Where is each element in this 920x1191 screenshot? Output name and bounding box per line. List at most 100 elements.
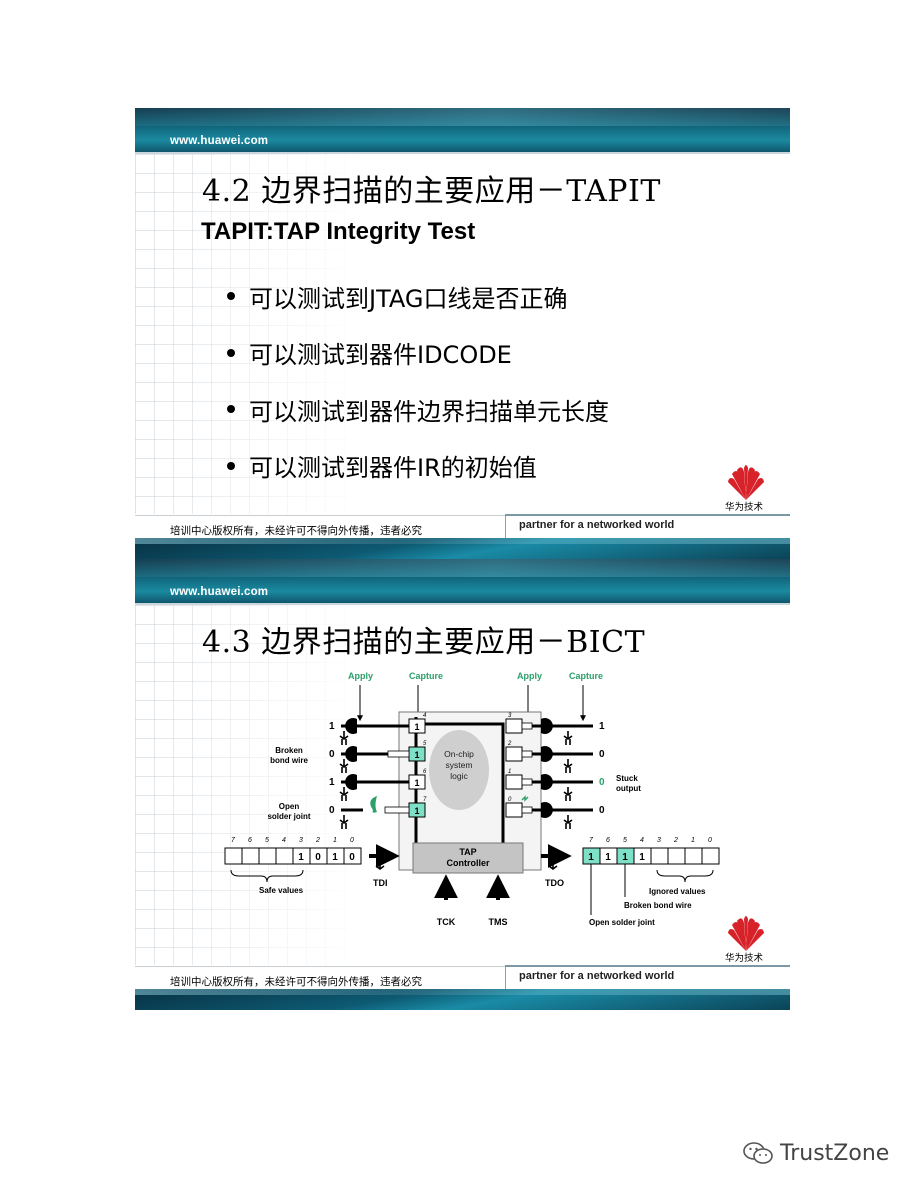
right-boundary-cells: 3 2 1 0 [505,713,529,818]
bullet-icon [227,461,235,470]
footer-accent-rule [505,965,790,967]
open-solder-label-2: solder joint [267,812,310,821]
bullet-icon [227,348,235,357]
svg-text:7: 7 [231,837,236,844]
svg-text:0: 0 [708,837,712,844]
header-bar: www.huawei.com [135,559,790,605]
svg-text:0: 0 [508,797,512,803]
svg-text:4: 4 [282,837,286,844]
capture-label-right: Capture [569,671,603,681]
bullet-text: 可以测试到器件边界扫描单元长度 [249,397,609,426]
tap-label-2: Controller [446,858,489,868]
bullet-text: 可以测试到JTAG口线是否正确 [249,284,568,313]
bullet-list: 可以测试到JTAG口线是否正确 可以测试到器件IDCODE 可以测试到器件边界扫… [227,268,609,494]
broken-bond-wire-caption: Broken bond wire [624,901,692,910]
bullet-item: 可以测试到器件IDCODE [227,325,609,382]
left-boundary-cells: 1 1 1 1 4 5 6 7 [408,713,427,818]
svg-text:3: 3 [657,837,661,844]
open-solder-joint-caption: Open solder joint [589,918,655,927]
bullet-text: 可以测试到器件IR的初始值 [249,454,537,483]
svg-text:5: 5 [423,741,427,747]
svg-text:6: 6 [606,837,610,844]
core-label-1: On-chip [444,749,474,759]
right-pins: 1 0 0 0 [521,718,605,829]
background-grid [135,605,365,965]
ignored-values-label: Ignored values [649,887,706,896]
background-grid [135,154,365,514]
slide-title: 4.2 边界扫描的主要应用－TAPIT [202,174,661,209]
header-bar: www.huawei.com [135,108,790,154]
svg-text:1: 1 [622,852,628,863]
bullet-item: 可以测试到JTAG口线是否正确 [227,268,609,325]
site-url: www.huawei.com [170,586,269,598]
svg-text:6: 6 [423,769,427,775]
svg-text:2: 2 [315,837,320,844]
safe-values-label: Safe values [259,886,304,895]
svg-text:1: 1 [599,721,605,732]
svg-text:1: 1 [298,852,304,863]
broken-bond-label-1: Broken [275,746,303,755]
bullet-item: 可以测试到器件IR的初始值 [227,438,609,495]
slide-tapit: www.huawei.com 4.2 边界扫描的主要应用－TAPIT TAPIT… [135,108,790,559]
site-url: www.huawei.com [170,135,269,147]
svg-text:0: 0 [350,837,354,844]
tck-label: TCK [437,917,456,927]
svg-text:1: 1 [333,837,337,844]
svg-text:3: 3 [508,713,512,719]
svg-text:0: 0 [599,749,605,760]
svg-text:1: 1 [332,852,338,863]
logo-text: 华为技术 [725,953,764,964]
apply-label-right: Apply [517,671,542,681]
svg-text:1: 1 [605,852,611,863]
apply-label-left: Apply [348,671,373,681]
svg-text:0: 0 [329,749,335,760]
huawei-logo-icon [728,916,764,951]
svg-text:1: 1 [414,806,419,816]
svg-text:0: 0 [599,805,605,816]
slide-subtitle: TAPIT:TAP Integrity Test [201,218,476,245]
svg-text:5: 5 [265,837,269,844]
svg-text:7: 7 [423,797,427,803]
svg-text:7: 7 [589,837,594,844]
svg-text:2: 2 [507,741,512,747]
svg-text:1: 1 [508,769,511,775]
bict-diagram: Apply Capture Apply Capture On-chip syst… [224,671,720,927]
svg-text:0: 0 [329,805,335,816]
capture-label-left: Capture [409,671,443,681]
bullet-item: 可以测试到器件边界扫描单元长度 [227,381,609,438]
svg-text:2: 2 [673,837,678,844]
svg-text:1: 1 [329,777,335,788]
svg-text:1: 1 [414,778,419,788]
footer-rule [135,966,790,967]
stuck-output-label-1: Stuck [616,774,638,783]
slide-title: 4.3 边界扫描的主要应用－BICT [202,625,646,660]
tap-label-1: TAP [459,847,476,857]
svg-text:1: 1 [414,750,419,760]
svg-text:0: 0 [315,852,321,863]
left-pins: 1 0 1 0 [329,718,410,829]
tdo-register: 7 6 5 4 3 2 1 0 1 1 1 1 Ignored values [582,837,720,927]
bullet-icon [227,405,235,414]
footer-accent-rule [505,514,790,516]
svg-text:1: 1 [639,852,645,863]
bullet-text: 可以测试到器件IDCODE [249,341,512,370]
trustzone-watermark: TrustZone [742,1140,889,1166]
svg-text:1: 1 [329,721,335,732]
watermark-text: TrustZone [780,1140,890,1166]
svg-text:0: 0 [349,852,355,863]
footer-bar [135,989,790,1010]
tap-controller [412,842,524,874]
footer-bar [135,538,790,559]
tdo-label: TDO [545,878,564,888]
tdi-register: 7 6 5 4 3 2 1 0 1 0 1 0 Safe values [224,837,362,895]
svg-text:1: 1 [691,837,695,844]
huawei-logo-icon [728,465,764,500]
partner-slogan: partner for a networked world [519,970,675,982]
svg-text:5: 5 [623,837,627,844]
svg-text:3: 3 [299,837,303,844]
footer-rule [135,515,790,516]
tdi-label: TDI [373,878,388,888]
svg-text:1: 1 [414,722,419,732]
core-label-3: logic [450,771,468,781]
svg-text:4: 4 [423,713,427,719]
